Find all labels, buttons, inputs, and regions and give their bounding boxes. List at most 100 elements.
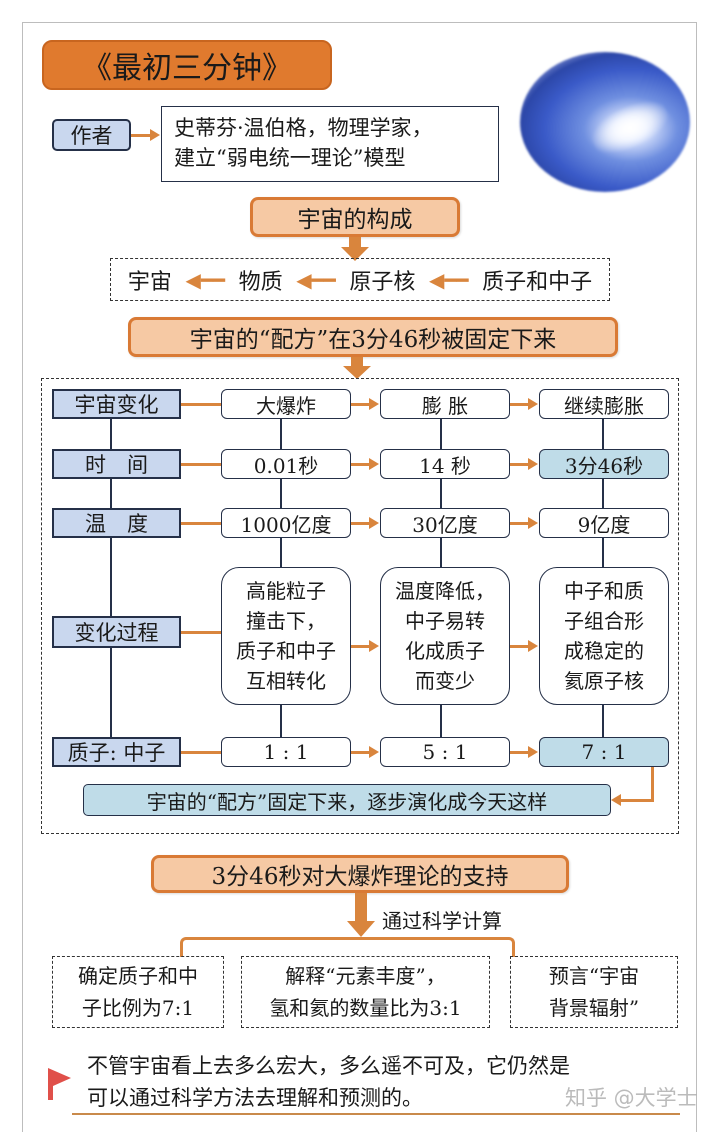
- cell-time-3: 3分46秒: [539, 449, 669, 479]
- author-connector: [131, 134, 153, 137]
- author-line-2: 建立“弱电统一理论”模型: [174, 146, 406, 170]
- arrow-right-icon: [528, 517, 538, 529]
- connector: [181, 522, 221, 525]
- down-arrow-icon: [341, 237, 369, 261]
- footer-rule: [72, 1113, 680, 1115]
- cell-text: 1 : 1: [263, 740, 309, 764]
- composition-chain: 宇宙 ◀━━ 物质 ◀━━ 原子核 ◀━━ 质子和中子: [110, 258, 610, 301]
- flag-icon: [48, 1068, 71, 1100]
- support-item-ratio: 确定质子和中 子比例为7:1: [52, 956, 224, 1028]
- row-label-time: 时 间: [52, 449, 181, 479]
- arrow-right-icon: [369, 517, 379, 529]
- footer-line-1: 不管宇宙看上去多么宏大，多么遥不可及，它仍然是: [87, 1054, 570, 1078]
- cell-text: 30亿度: [412, 512, 478, 537]
- arrow-left-icon: ◀━━: [429, 267, 469, 292]
- arrow-right-icon: [369, 458, 379, 470]
- connector: [510, 645, 530, 648]
- arrow-left-icon: [611, 794, 621, 806]
- arrow-left-icon: ◀━━: [296, 267, 336, 292]
- cell-text: 5 : 1: [422, 740, 468, 764]
- label-spine: [110, 419, 112, 737]
- footer-line-2: 可以通过科学方法去理解和预测的。: [87, 1086, 423, 1110]
- conclusion-text: 宇宙的“配方”固定下来，逐步演化成今天这样: [146, 789, 548, 814]
- recipe-heading: 宇宙的“配方”在3分46秒被固定下来: [128, 317, 618, 357]
- cell-text: 7 : 1: [581, 740, 627, 764]
- cosmos-image: [520, 52, 690, 192]
- connector: [351, 522, 371, 525]
- connector: [181, 751, 221, 754]
- cell-text: 9亿度: [577, 512, 631, 537]
- return-connector: [620, 799, 654, 802]
- composition-heading-text: 宇宙的构成: [297, 207, 413, 233]
- cell-continued-expansion: 继续膨胀: [539, 389, 669, 419]
- cell-text: 中子和质 子组合形 成稳定的 氦原子核: [564, 579, 644, 693]
- arrow-left-icon: ◀━━: [185, 267, 225, 292]
- author-info-box: 史蒂芬·温伯格，物理学家， 建立“弱电统一理论”模型: [161, 106, 499, 182]
- row-label-process: 变化过程: [52, 616, 181, 648]
- cell-text: 继续膨胀: [564, 393, 644, 418]
- connector: [351, 751, 371, 754]
- via-label: 通过科学计算: [382, 909, 502, 933]
- cell-ratio-3: 7 : 1: [539, 737, 669, 767]
- connector: [510, 751, 530, 754]
- row-label-ratio: 质子: 中子: [52, 737, 181, 767]
- branch-connector: [180, 937, 515, 957]
- author-label-text: 作者: [70, 124, 113, 148]
- cell-temp-3: 9亿度: [539, 508, 669, 538]
- cell-temp-1: 1000亿度: [221, 508, 351, 538]
- connector: [181, 403, 221, 406]
- cell-text: 温度降低， 中子易转 化成质子 而变少: [395, 579, 495, 693]
- cell-temp-2: 30亿度: [380, 508, 510, 538]
- cell-text: 高能粒子 撞击下， 质子和中子 互相转化: [236, 579, 336, 693]
- chain-item-universe: 宇宙: [127, 269, 172, 295]
- recipe-heading-text: 宇宙的“配方”在3分46秒被固定下来: [189, 327, 557, 353]
- support-item-text: 确定质子和中 子比例为7:1: [78, 964, 198, 1020]
- cell-process-1: 高能粒子 撞击下， 质子和中子 互相转化: [221, 567, 351, 705]
- row-label-text: 变化过程: [74, 621, 159, 645]
- support-item-text: 解释“元素丰度”， 氢和氦的数量比为3:1: [269, 964, 462, 1020]
- connector: [181, 463, 221, 466]
- arrow-right-icon: [369, 640, 379, 652]
- page-title: 《最初三分钟》: [82, 51, 292, 86]
- row-label-temperature: 温 度: [52, 508, 181, 538]
- row-label-text: 宇宙变化: [74, 393, 159, 417]
- cell-process-3: 中子和质 子组合形 成稳定的 氦原子核: [539, 567, 669, 705]
- arrow-right-icon: [528, 746, 538, 758]
- arrow-right-icon: [369, 398, 379, 410]
- arrow-right-icon: [528, 398, 538, 410]
- chain-item-matter: 物质: [238, 269, 283, 295]
- cell-process-2: 温度降低， 中子易转 化成质子 而变少: [380, 567, 510, 705]
- row-label-text: 温 度: [85, 512, 148, 536]
- connector: [181, 631, 221, 634]
- starburst: [585, 91, 675, 163]
- cell-text: 3分46秒: [564, 453, 644, 478]
- down-arrow-icon: [343, 357, 371, 379]
- row-label-text: 质子: 中子: [67, 741, 166, 765]
- connector: [351, 463, 371, 466]
- composition-heading: 宇宙的构成: [250, 197, 460, 237]
- support-item-cmb: 预言“宇宙 背景辐射”: [510, 956, 678, 1028]
- connector: [351, 403, 371, 406]
- support-heading: 3分46秒对大爆炸理论的支持: [151, 855, 569, 893]
- cell-text: 膨 胀: [421, 393, 469, 418]
- row-label-text: 时 间: [85, 453, 148, 477]
- watermark: 知乎 @大学士: [565, 1086, 698, 1110]
- title-banner: 《最初三分钟》: [42, 40, 332, 90]
- cell-ratio-2: 5 : 1: [380, 737, 510, 767]
- cell-big-bang: 大爆炸: [221, 389, 351, 419]
- author-label: 作者: [52, 119, 131, 151]
- row-label-universe-change: 宇宙变化: [52, 389, 181, 419]
- connector: [510, 522, 530, 525]
- support-heading-text: 3分46秒对大爆炸理论的支持: [211, 864, 509, 890]
- page-frame: [22, 22, 697, 1132]
- support-item-abundance: 解释“元素丰度”， 氢和氦的数量比为3:1: [241, 956, 490, 1028]
- support-item-text: 预言“宇宙 背景辐射”: [548, 964, 640, 1020]
- connector: [510, 463, 530, 466]
- cell-text: 大爆炸: [256, 393, 316, 418]
- chain-item-nucleus: 原子核: [349, 269, 416, 295]
- cell-ratio-1: 1 : 1: [221, 737, 351, 767]
- cell-expansion: 膨 胀: [380, 389, 510, 419]
- return-connector: [651, 767, 654, 801]
- author-line-1: 史蒂芬·温伯格，物理学家，: [174, 116, 433, 140]
- connector: [510, 403, 530, 406]
